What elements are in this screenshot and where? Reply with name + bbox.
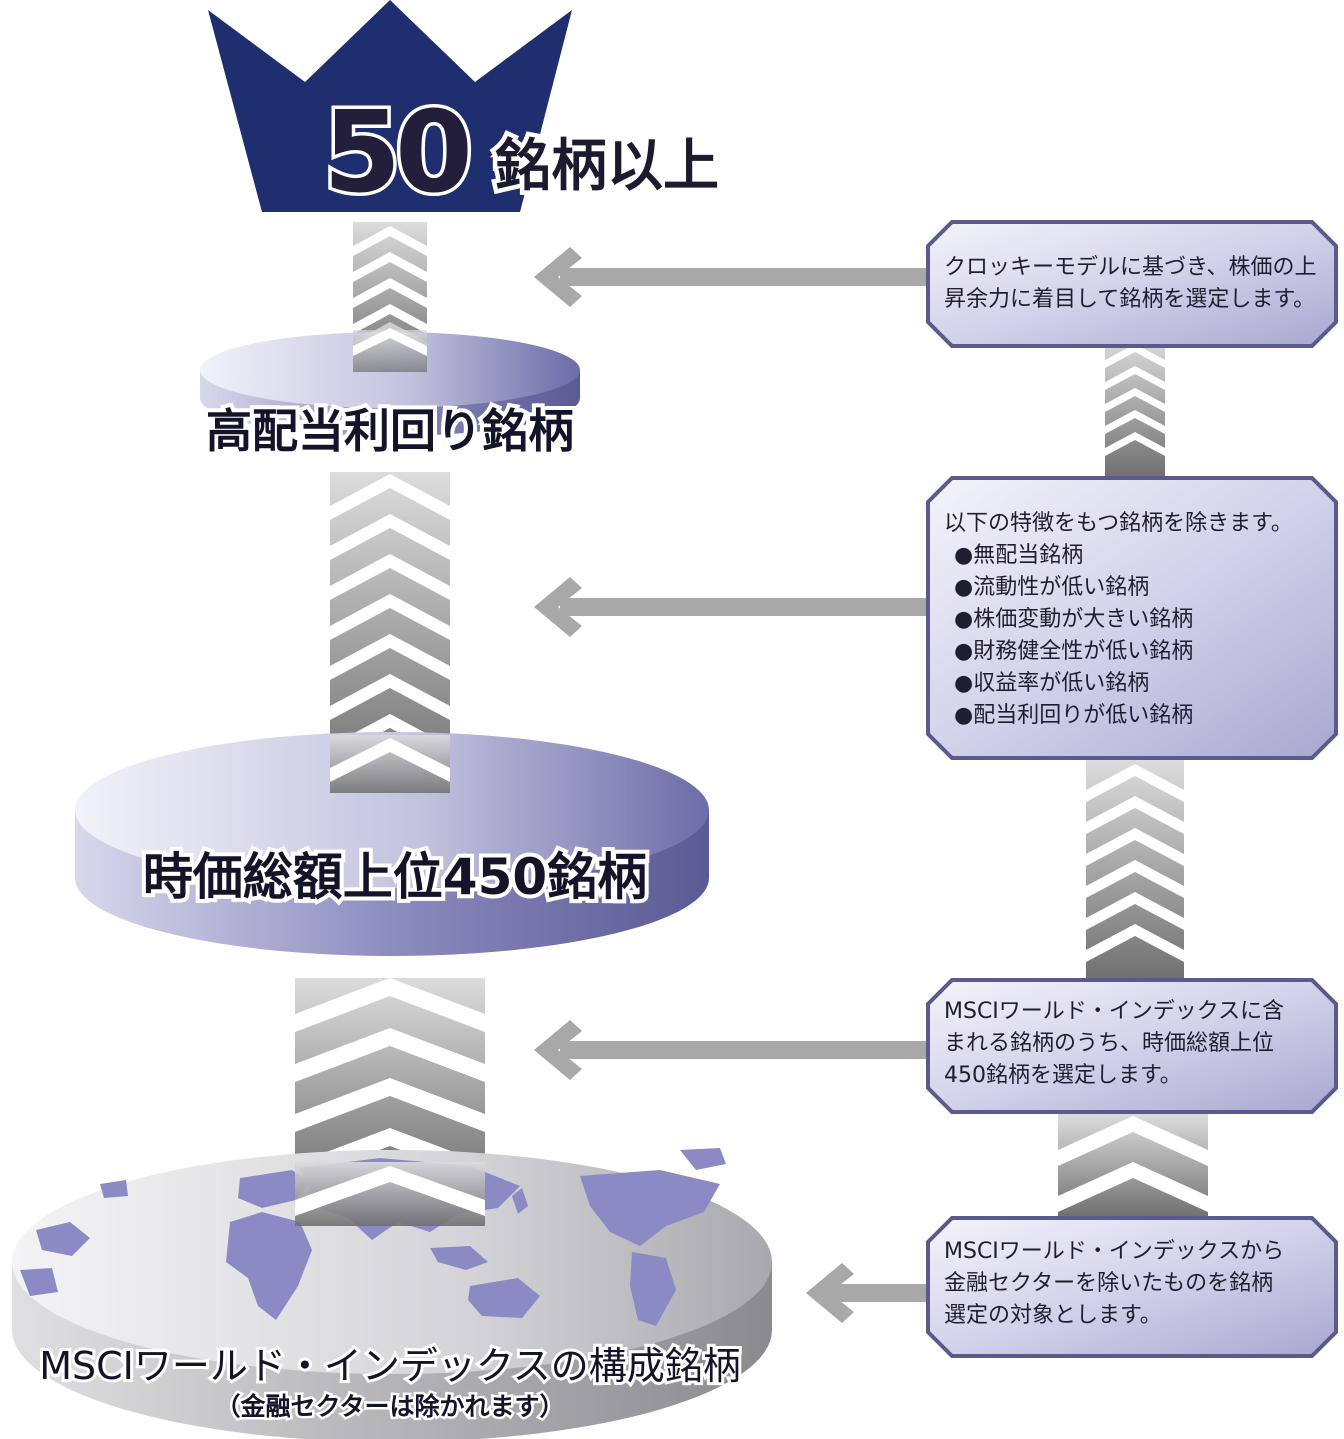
- info-box-1-line: 昇余力に着目して銘柄を選定します。: [944, 287, 1316, 312]
- exclusion-item: ●財務健全性が低い銘柄: [954, 639, 1194, 664]
- arrow-1: [534, 247, 928, 307]
- arrow-3: [534, 1020, 928, 1080]
- exclusion-item: ●配当利回りが低い銘柄: [954, 703, 1194, 728]
- info-box-3: [926, 978, 1338, 1114]
- info-box-3-text: MSCIワールド・インデックスに含 まれる銘柄のうち、時価総額上位 450銘柄を…: [944, 996, 1284, 1092]
- tier-label-msci: MSCIワールド・インデックスの構成銘柄: [36, 1341, 744, 1391]
- info-box-1: [926, 220, 1338, 348]
- exclusion-item: ●流動性が低い銘柄: [954, 575, 1150, 600]
- chevron-right-2: [1086, 760, 1184, 982]
- info-box-4-line: 金融セクターを除いたものを銘柄: [944, 1271, 1274, 1296]
- arrow-4: [806, 1263, 930, 1323]
- tier-label-top450: 時価総額上位450銘柄: [139, 844, 651, 910]
- info-box-4-line: 選定の対象とします。: [944, 1303, 1162, 1328]
- exclusion-item: ●収益率が低い銘柄: [954, 671, 1150, 696]
- tier-label-high-dividend: 高配当利回り銘柄: [202, 400, 578, 462]
- info-box-1-text: クロッキーモデルに基づき、株価の上 昇余力に着目して銘柄を選定します。: [944, 252, 1316, 316]
- crown-shape: [208, 0, 572, 212]
- info-box-3-line: 450銘柄を選定します。: [944, 1063, 1182, 1088]
- arrow-2: [534, 577, 928, 637]
- info-box-3-line: MSCIワールド・インデックスに含: [944, 999, 1285, 1024]
- globe-disc: [12, 1148, 772, 1439]
- info-box-2-text: 以下の特徴をもつ銘柄を除きます。 ●無配当銘柄 ●流動性が低い銘柄 ●株価変動が…: [944, 508, 1293, 732]
- info-box-4: [926, 1216, 1338, 1358]
- info-box-2-heading: 以下の特徴をもつ銘柄を除きます。: [944, 511, 1293, 536]
- chevron-right-1: [1105, 338, 1165, 478]
- exclusion-item: ●無配当銘柄: [954, 543, 1084, 568]
- disc-top450: [75, 732, 709, 956]
- crown-label: 銘柄以上: [491, 130, 724, 204]
- exclusion-item: ●株価変動が大きい銘柄: [954, 607, 1194, 632]
- crown-number: 50: [320, 85, 477, 222]
- info-box-2: [926, 476, 1338, 760]
- info-box-3-line: まれる銘柄のうち、時価総額上位: [944, 1031, 1275, 1056]
- chevron-right-3: [1058, 1114, 1208, 1218]
- tier-note-msci: （金融セクターは除かれます）: [213, 1390, 567, 1424]
- info-box-1-line: クロッキーモデルに基づき、株価の上: [944, 255, 1317, 280]
- info-box-4-line: MSCIワールド・インデックスから: [944, 1239, 1285, 1264]
- info-box-4-text: MSCIワールド・インデックスから 金融セクターを除いたものを銘柄 選定の対象と…: [944, 1236, 1284, 1332]
